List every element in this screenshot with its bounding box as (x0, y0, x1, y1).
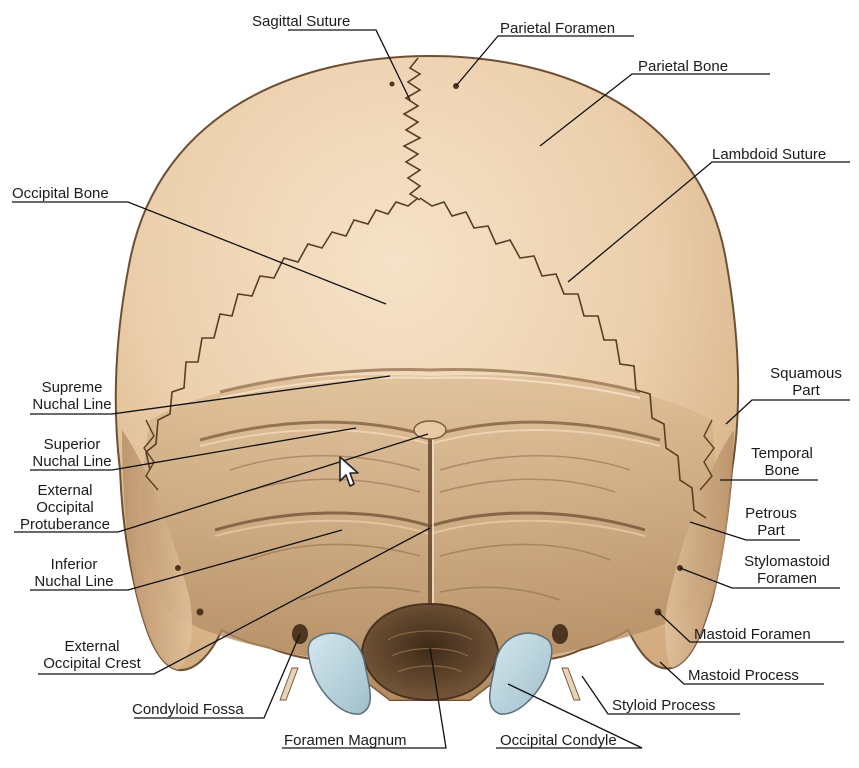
label-parietal-foramen: Parietal Foramen (500, 20, 616, 37)
label-squamous-part: Squamous Part (770, 365, 842, 399)
label-occipital-condyle: Occipital Condyle (500, 732, 617, 749)
left-temporal-region (122, 430, 192, 670)
label-sagittal-suture: Sagittal Suture (252, 13, 351, 30)
label-lambdoid-suture: Lambdoid Suture (712, 146, 827, 163)
label-superior-nuchal-line: Superior Nuchal Line (32, 436, 112, 470)
label-occipital-bone: Occipital Bone (12, 185, 109, 202)
label-supreme-nuchal-line: Supreme Nuchal Line (32, 379, 112, 413)
right-temporal-region (665, 430, 734, 668)
lambdoid-suture (145, 197, 419, 471)
label-temporal-bone: Temporal Bone (751, 445, 813, 479)
left-condyle (307, 632, 371, 715)
right-condyle (489, 632, 553, 715)
label-styloid-process: Styloid Process (612, 697, 716, 714)
label-mastoid-foramen: Mastoid Foramen (694, 626, 811, 643)
label-mastoid-process: Mastoid Process (688, 667, 799, 684)
label-stylomastoid-foramen: Stylomastoid Foramen (744, 553, 830, 587)
label-parietal-bone: Parietal Bone (638, 58, 729, 75)
sagittal-suture (402, 57, 422, 201)
label-petrous-part: Petrous Part (745, 505, 797, 539)
label-condyloid-fossa: Condyloid Fossa (132, 701, 244, 718)
label-external-occipital-crest: External Occipital Crest (43, 638, 141, 672)
label-foramen-magnum: Foramen Magnum (284, 732, 407, 749)
mouse-pointer-icon (339, 456, 359, 487)
label-inferior-nuchal-line: Inferior Nuchal Line (34, 556, 114, 590)
label-external-occipital-protuberance: External Occipital Protuberance (19, 482, 111, 533)
